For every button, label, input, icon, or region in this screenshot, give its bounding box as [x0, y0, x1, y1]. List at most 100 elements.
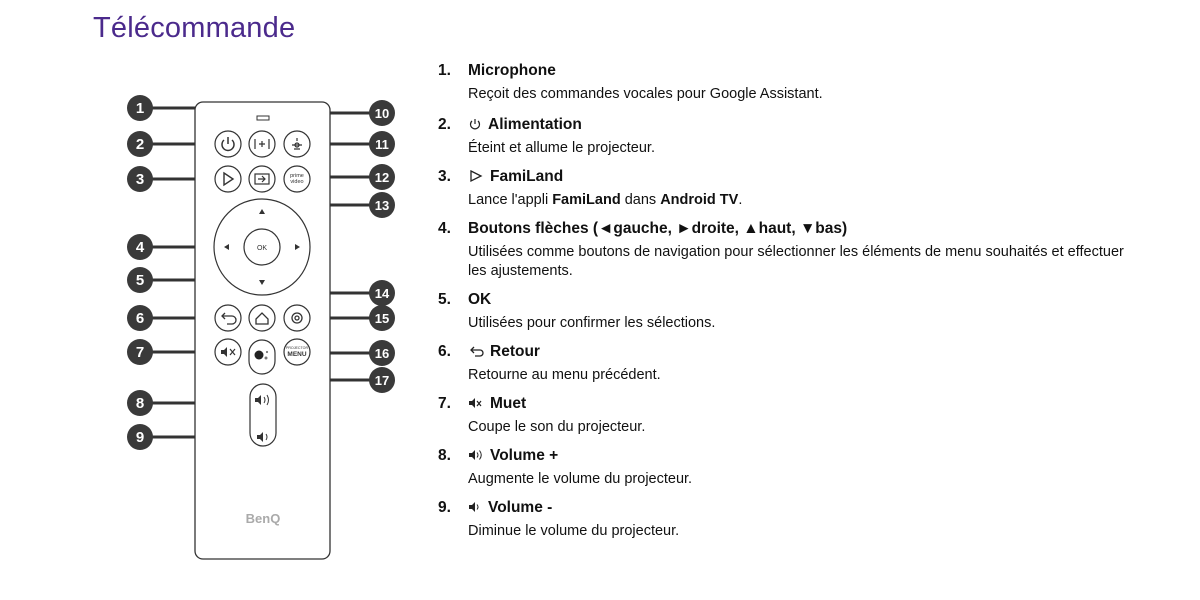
mute-button[interactable]	[214, 338, 242, 366]
volume-up-icon[interactable]	[255, 394, 269, 406]
volume-up-icon	[468, 449, 484, 464]
back-button[interactable]	[214, 304, 242, 332]
svg-text:11: 11	[375, 137, 389, 152]
item-number: 8.	[438, 447, 451, 464]
item-description: Utilisées comme boutons de navigation po…	[468, 244, 1124, 279]
svg-text:13: 13	[375, 198, 389, 213]
legend-item-familand: 3. FamiLand Lance l'appli FamiLand dans …	[438, 166, 1138, 210]
item-description: Coupe le son du projecteur.	[468, 419, 646, 435]
page-title: Télécommande	[93, 12, 296, 44]
benq-logo: BenQ	[246, 511, 281, 526]
item-number: 2.	[438, 116, 451, 133]
item-description: Éteint et allume le projecteur.	[468, 140, 655, 156]
item-title: Microphone	[468, 62, 556, 79]
input-icon	[254, 139, 270, 149]
callout-12: 12	[369, 164, 395, 190]
ok-label: OK	[257, 245, 267, 252]
prime-video-button[interactable]	[283, 165, 311, 193]
arrow-up-icon[interactable]	[259, 209, 265, 214]
power-icon	[221, 137, 235, 152]
item-number: 4.	[438, 220, 451, 237]
ok-button[interactable]	[243, 228, 281, 266]
familand-icon	[468, 169, 484, 186]
legend-item-microphone: 1. Microphone Reçoit des commandes vocal…	[438, 60, 1138, 104]
home-button[interactable]	[248, 304, 276, 332]
legend-item-arrows: 4. Boutons flèches (◄gauche, ►droite, ▲h…	[438, 218, 1138, 281]
focus-button[interactable]	[283, 130, 311, 158]
mute-icon	[468, 397, 484, 412]
item-description: Utilisées pour confirmer les sélections.	[468, 315, 716, 331]
callout-5: 5	[127, 267, 153, 293]
familand-button[interactable]	[214, 165, 242, 193]
legend-item-volume-up: 8. Volume + Augmente le volume du projec…	[438, 445, 1138, 489]
arrow-right-icon[interactable]	[295, 244, 300, 250]
svg-text:9: 9	[136, 429, 144, 446]
callout-13: 13	[369, 192, 395, 218]
callout-1: 1	[127, 95, 153, 121]
callout-2: 2	[127, 131, 153, 157]
item-number: 1.	[438, 62, 451, 79]
callout-10: 10	[369, 100, 395, 126]
focus-icon	[292, 138, 302, 150]
item-title: Volume -	[488, 499, 553, 516]
callout-9: 9	[127, 424, 153, 450]
legend-item-volume-down: 9. Volume - Diminue le volume du project…	[438, 497, 1138, 541]
back-icon	[468, 345, 484, 360]
svg-text:16: 16	[375, 346, 389, 361]
callout-16: 16	[369, 340, 395, 366]
svg-text:17: 17	[375, 373, 389, 388]
callout-3: 3	[127, 166, 153, 192]
callout-17: 17	[369, 367, 395, 393]
back-icon	[221, 312, 237, 325]
settings-button[interactable]	[283, 304, 311, 332]
item-description: Augmente le volume du projecteur.	[468, 471, 693, 487]
callout-8: 8	[127, 390, 153, 416]
callout-6: 6	[127, 305, 153, 331]
microphone-slot	[256, 115, 270, 121]
item-title: Retour	[490, 343, 540, 360]
google-assistant-icon	[254, 350, 269, 360]
arrow-left-icon[interactable]	[224, 244, 229, 250]
item-number: 3.	[438, 168, 451, 185]
svg-text:10: 10	[375, 106, 389, 121]
source-icon	[254, 173, 270, 185]
svg-text:6: 6	[136, 310, 144, 327]
remote-diagram: prime video OK PROJECTOR MENU BenQ	[127, 95, 395, 560]
svg-text:12: 12	[375, 170, 389, 185]
item-title: Muet	[490, 395, 527, 412]
home-icon	[255, 312, 269, 325]
svg-text:15: 15	[375, 311, 389, 326]
svg-text:1: 1	[136, 100, 144, 117]
item-number: 9.	[438, 499, 451, 516]
svg-text:3: 3	[136, 171, 144, 188]
item-number: 5.	[438, 291, 451, 308]
svg-text:8: 8	[136, 395, 144, 412]
callout-11: 11	[369, 131, 395, 157]
svg-text:5: 5	[136, 272, 144, 289]
callout-15: 15	[369, 305, 395, 331]
menu-label: MENU	[287, 351, 306, 358]
arrow-down-icon[interactable]	[259, 280, 265, 285]
button-legend: 1. Microphone Reçoit des commandes vocal…	[438, 60, 1138, 549]
legend-item-back: 6. Retour Retourne au menu précédent.	[438, 341, 1138, 385]
callout-7: 7	[127, 339, 153, 365]
item-description: Reçoit des commandes vocales pour Google…	[468, 86, 823, 102]
svg-text:14: 14	[375, 286, 390, 301]
volume-down-icon	[468, 501, 482, 516]
volume-down-icon[interactable]	[257, 432, 268, 442]
svg-text:7: 7	[136, 344, 144, 361]
svg-text:4: 4	[136, 239, 145, 256]
item-description: Lance l'appli FamiLand dans Android TV.	[468, 192, 743, 208]
callout-14: 14	[369, 280, 395, 306]
projector-label: PROJECTOR	[286, 346, 309, 350]
legend-item-ok: 5. OK Utilisées pour confirmer les sélec…	[438, 289, 1138, 333]
item-title: Volume +	[490, 447, 559, 464]
video-label: video	[290, 179, 303, 185]
item-description: Diminue le volume du projecteur.	[468, 523, 680, 539]
legend-item-power: 2. Alimentation Éteint et allume le proj…	[438, 114, 1138, 158]
familand-icon	[223, 171, 235, 187]
power-icon	[468, 117, 482, 134]
prime-label: prime	[290, 173, 304, 179]
item-title: FamiLand	[490, 168, 564, 185]
projector-menu-button[interactable]	[283, 338, 311, 366]
